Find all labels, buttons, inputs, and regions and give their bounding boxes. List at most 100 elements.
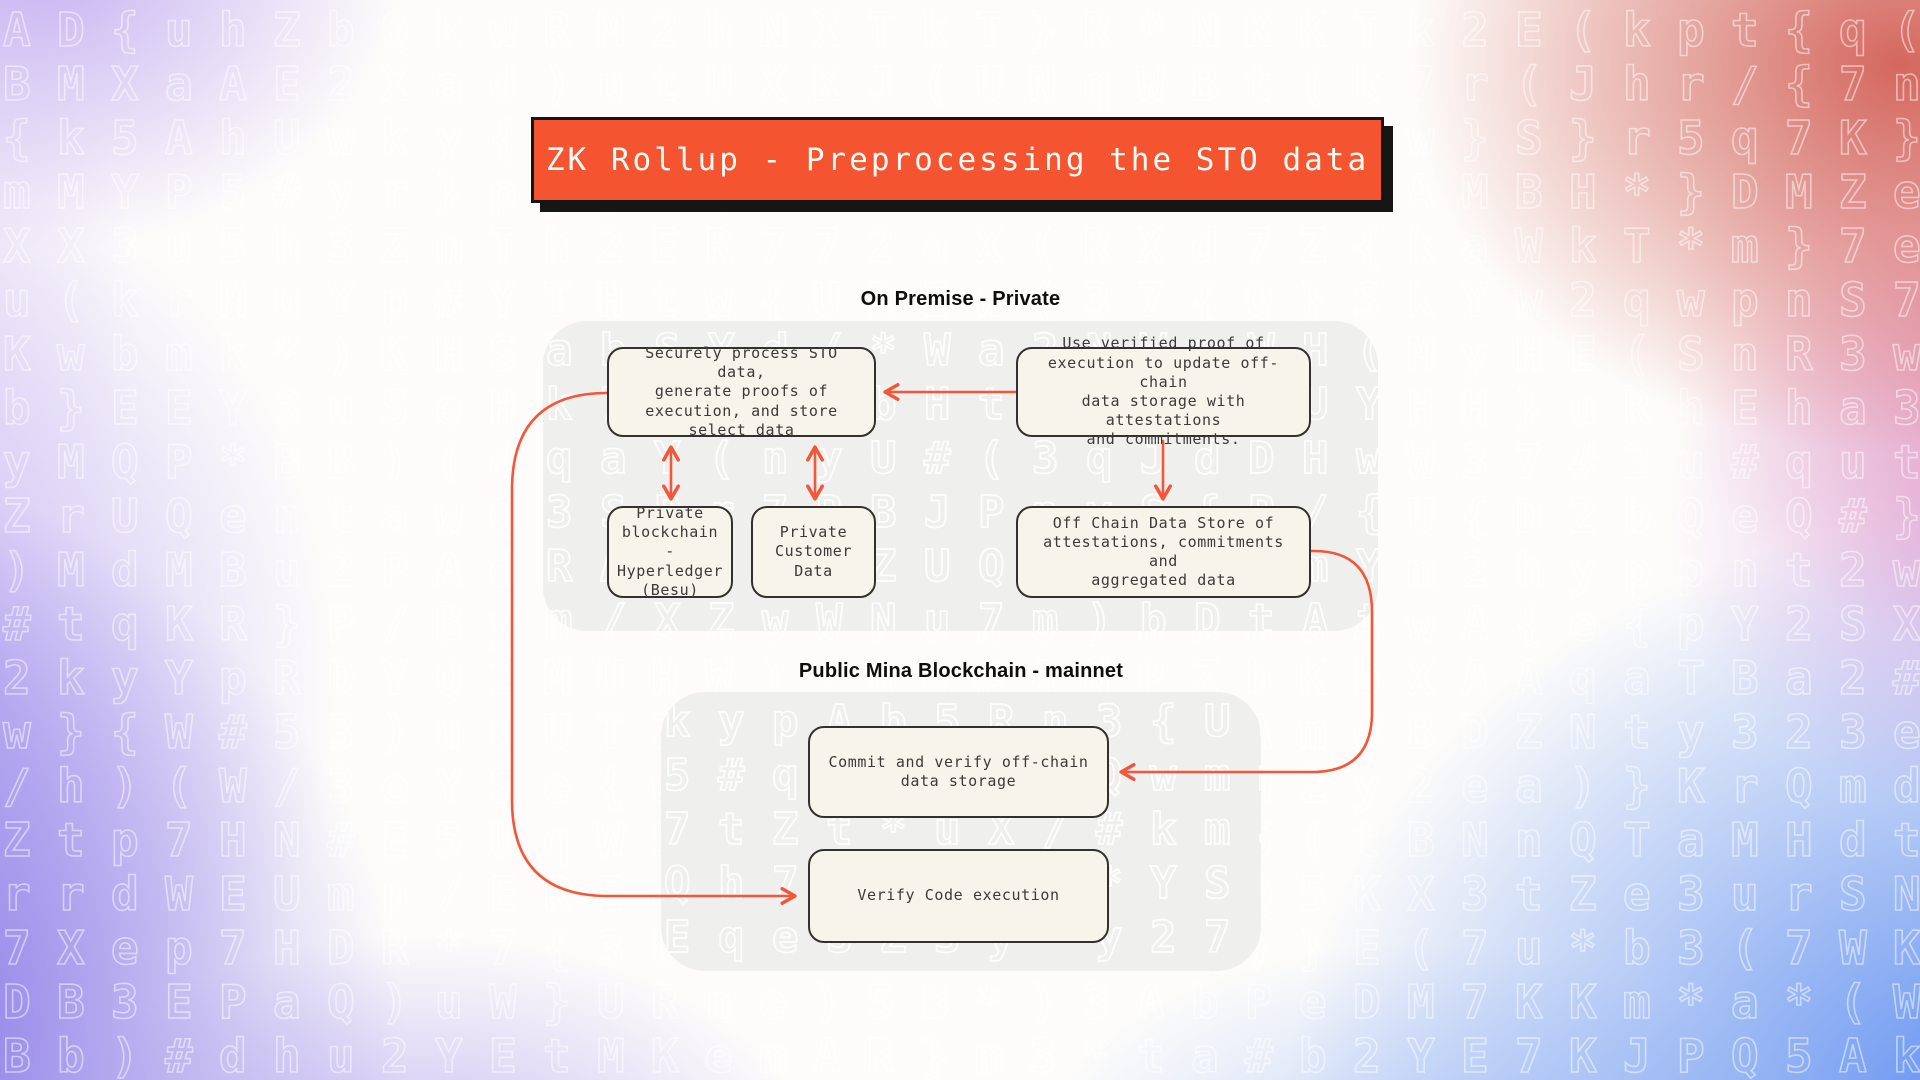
svg-text:q: q (111, 597, 139, 651)
svg-text:B: B (1515, 165, 1543, 219)
svg-text:K: K (1245, 3, 1273, 57)
svg-text:}: } (1299, 921, 1327, 975)
svg-text:(: ( (921, 57, 949, 111)
svg-text:u: u (3, 273, 31, 327)
svg-text:(: ( (978, 433, 1005, 484)
svg-text:*: * (975, 975, 1003, 1029)
svg-text:2: 2 (651, 3, 679, 57)
svg-text:#: # (273, 165, 301, 219)
svg-text:7: 7 (772, 858, 799, 909)
svg-text:{: { (1353, 219, 1381, 273)
svg-text:K: K (3, 327, 31, 381)
svg-text:T: T (867, 3, 895, 57)
svg-text:5: 5 (219, 219, 247, 273)
svg-text:A: A (1839, 1029, 1867, 1080)
svg-text:{: { (597, 759, 625, 813)
svg-text:m: m (1299, 705, 1327, 759)
svg-text:W: W (1515, 219, 1543, 273)
svg-text:n: n (1785, 273, 1813, 327)
svg-text:e: e (705, 1029, 733, 1080)
svg-text:}: } (273, 597, 301, 651)
svg-text:W: W (924, 325, 951, 376)
svg-text:2: 2 (381, 1029, 409, 1080)
svg-text:T: T (1353, 3, 1381, 57)
svg-text:M: M (1731, 813, 1759, 867)
svg-text:X: X (3, 219, 31, 273)
svg-text:3: 3 (1731, 705, 1759, 759)
svg-text:3: 3 (1893, 381, 1920, 435)
svg-text:7: 7 (759, 219, 787, 273)
svg-text:/: / (273, 759, 301, 813)
svg-text:r: r (1785, 867, 1813, 921)
svg-text:T: T (1623, 813, 1651, 867)
svg-text:Q: Q (435, 651, 463, 705)
svg-text:h: h (219, 111, 247, 165)
svg-text:k: k (435, 3, 463, 57)
svg-text:E: E (651, 219, 679, 273)
svg-text:}: } (1029, 3, 1057, 57)
svg-text:n: n (273, 489, 301, 543)
svg-text:(: ( (1839, 975, 1867, 1029)
svg-text:}: } (435, 165, 463, 219)
svg-text:(: ( (1029, 219, 1057, 273)
svg-text:7: 7 (1785, 111, 1813, 165)
svg-text:E: E (273, 57, 301, 111)
svg-text:B: B (3, 1029, 31, 1080)
svg-text:A: A (1461, 597, 1489, 651)
svg-text:5: 5 (219, 165, 247, 219)
svg-text:): ) (111, 1029, 139, 1080)
svg-text:Q: Q (978, 541, 1005, 592)
svg-text:A: A (1302, 595, 1329, 631)
svg-text:E: E (489, 867, 517, 921)
svg-text:k: k (381, 111, 409, 165)
svg-text:y: y (327, 165, 355, 219)
svg-text:u: u (1731, 867, 1759, 921)
svg-text:k: k (921, 3, 949, 57)
svg-text:}: } (1785, 219, 1813, 273)
svg-text:Y: Y (381, 651, 409, 705)
svg-text:m: m (1731, 219, 1759, 273)
svg-text:p: p (165, 921, 193, 975)
svg-text:t: t (57, 813, 85, 867)
svg-text:w: w (1515, 273, 1543, 327)
svg-text:m: m (1204, 750, 1231, 801)
svg-text:w: w (327, 111, 355, 165)
svg-text:t: t (651, 57, 679, 111)
svg-text:e: e (111, 921, 139, 975)
svg-text:T: T (975, 3, 1003, 57)
svg-text:B: B (57, 975, 85, 1029)
svg-text:5: 5 (435, 813, 463, 867)
svg-text:N: N (1029, 57, 1057, 111)
svg-text:2: 2 (327, 543, 355, 597)
svg-text:K: K (1353, 867, 1381, 921)
svg-text:M: M (543, 651, 571, 705)
svg-text:N: N (1893, 867, 1920, 921)
svg-text:3: 3 (273, 381, 301, 435)
svg-text:2: 2 (867, 219, 895, 273)
svg-text:e: e (1569, 597, 1597, 651)
svg-text:M: M (1407, 975, 1435, 1029)
svg-text:*: * (273, 327, 301, 381)
svg-text:Q: Q (327, 975, 355, 1029)
svg-text:r: r (57, 489, 85, 543)
svg-text:/: / (600, 595, 627, 631)
svg-text:{: { (543, 921, 571, 975)
svg-text:n: n (1515, 813, 1543, 867)
svg-text:H: H (1515, 327, 1543, 381)
svg-text:R: R (1785, 327, 1813, 381)
svg-text:3: 3 (327, 705, 355, 759)
svg-text:J: J (867, 57, 895, 111)
svg-text:E: E (1515, 3, 1543, 57)
svg-text:Z: Z (273, 3, 301, 57)
svg-text:Z: Z (772, 804, 799, 855)
svg-text:U: U (1407, 489, 1435, 543)
svg-text:e: e (772, 912, 799, 963)
svg-text:E: E (489, 1029, 517, 1080)
svg-text:5: 5 (111, 111, 139, 165)
svg-text:U: U (111, 489, 139, 543)
svg-text:(: ( (1515, 57, 1543, 111)
svg-text:h: h (1623, 57, 1651, 111)
svg-text:d: d (489, 543, 517, 597)
svg-text:Y: Y (435, 1029, 463, 1080)
svg-text:S: S (489, 759, 517, 813)
